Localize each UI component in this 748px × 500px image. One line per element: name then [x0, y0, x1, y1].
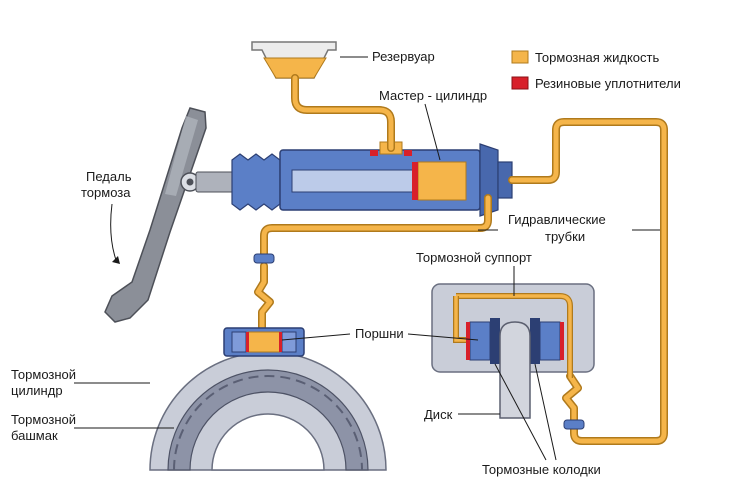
label-reservoir: Резервуар [372, 49, 435, 64]
leader-master-cylinder [424, 103, 441, 161]
label-hydraulic-1: Гидравлические [508, 212, 606, 227]
brake-pad-left [490, 318, 500, 364]
label-wheel-cylinder-2: цилиндр [11, 383, 63, 398]
brake-pad-right [530, 318, 540, 364]
label-shoe-1: Тормозной [11, 412, 76, 427]
label-disc: Диск [424, 407, 453, 422]
legend-swatch-seal [511, 76, 529, 90]
label-pedal-2: тормоза [81, 185, 131, 200]
leader-pedal [110, 203, 117, 261]
label-caliper: Тормозной суппорт [416, 250, 532, 265]
label-pedal-1: Педаль [86, 169, 132, 184]
legend-label-fluid: Тормозная жидкость [535, 50, 659, 65]
master-seal [412, 162, 418, 200]
leader-pads-right [534, 363, 557, 461]
label-master-cylinder: Мастер - цилиндр [379, 88, 487, 103]
leader-pistons-left [281, 333, 351, 341]
label-pads: Тормозные колодки [482, 462, 601, 477]
leader-pads-left [494, 363, 547, 461]
disc-brake [431, 283, 595, 419]
master-cylinder [231, 141, 513, 217]
legend-swatch-fluid [511, 50, 529, 64]
brake-shoe [167, 369, 369, 471]
brake-disc [499, 321, 531, 419]
drum-brake [149, 327, 387, 471]
reservoir [251, 41, 337, 79]
hydraulic-lines [254, 74, 668, 445]
label-wheel-cylinder-1: Тормозной [11, 367, 76, 382]
legend-label-seal: Резиновые уплотнители [535, 76, 681, 91]
label-shoe-2: башмак [11, 428, 58, 443]
label-hydraulic-2: трубки [545, 229, 585, 244]
brake-pedal [104, 107, 241, 323]
legend: Тормозная жидкость Резиновые уплотнители [511, 50, 681, 91]
drum-fitting [253, 253, 275, 264]
label-pistons: Поршни [355, 326, 404, 341]
leader-pistons-right [407, 333, 479, 341]
caliper-fitting [563, 419, 585, 430]
